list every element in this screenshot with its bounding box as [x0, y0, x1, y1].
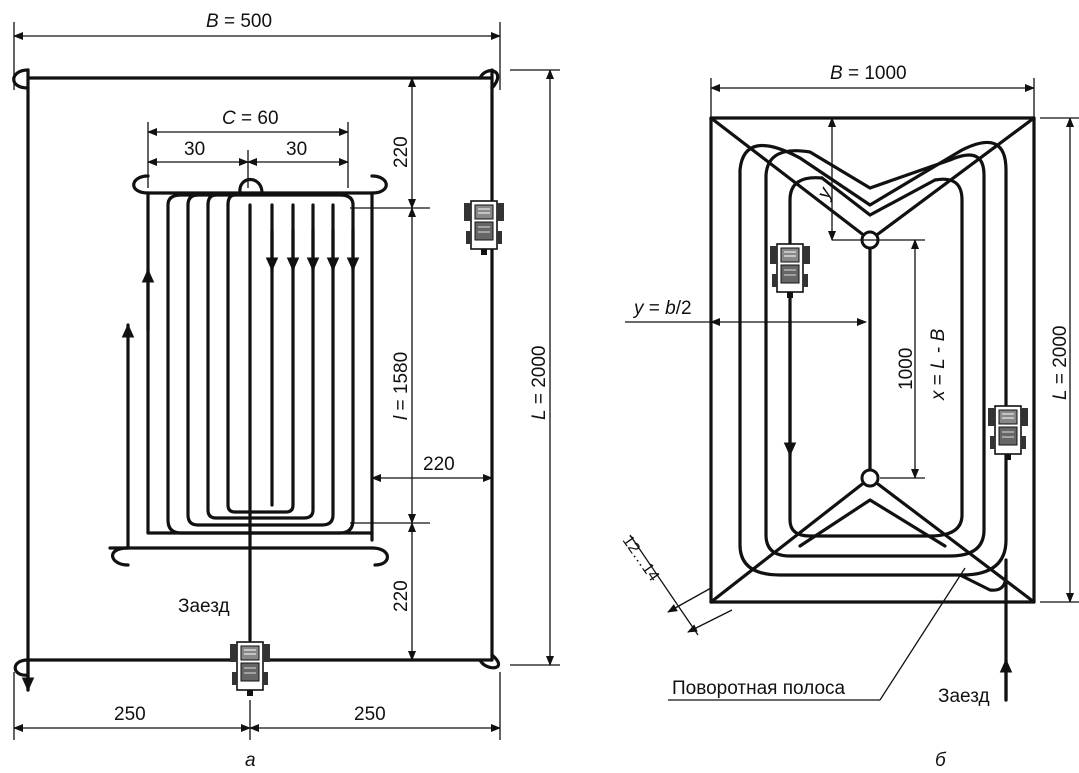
inner-frame-a	[146, 191, 374, 542]
corner-loop-br	[478, 653, 501, 670]
label-b-turn-strip: Поворотная полоса	[672, 678, 846, 699]
label-b-width: B = 1000	[830, 63, 907, 84]
caption-a: а	[245, 750, 256, 771]
outer-boundary-a	[26, 68, 494, 692]
label-b-length: L = 2000	[1050, 326, 1071, 401]
pass-lanes-a	[166, 193, 355, 547]
label-a-side-gap: 220	[423, 454, 455, 475]
label-b-inner-length: 1000	[896, 348, 917, 390]
label-a-l: l = 1580	[391, 352, 412, 420]
inner-loop-tl	[132, 174, 150, 195]
label-a-right-offset: 250	[354, 704, 386, 725]
tractor-icon	[463, 200, 505, 256]
inner-loop-bl	[111, 546, 130, 567]
corner-loop-tr	[478, 69, 500, 90]
label-a-bottom-gap: 220	[391, 580, 412, 612]
inner-loop-tr	[370, 174, 388, 195]
dimensions-b	[625, 78, 1079, 701]
outer-boundary-b	[709, 116, 1036, 604]
dimensions-a	[13, 22, 560, 740]
label-a-width: B = 500	[206, 11, 272, 32]
node-bottom	[860, 468, 880, 488]
center-top-loop	[238, 177, 264, 195]
tractor-icon	[987, 405, 1029, 461]
inner-loop-br	[370, 546, 389, 567]
corner-loop-bl	[13, 658, 30, 677]
label-a-top-gap: 220	[391, 136, 412, 168]
tractor-icon	[769, 243, 811, 299]
label-b-y: y = b/2	[632, 298, 692, 319]
caption-b: б	[935, 750, 947, 771]
label-a-length: L = 2000	[529, 346, 550, 421]
label-b-entry: Заезд	[938, 686, 990, 707]
label-b-strip-width: 12…14	[619, 533, 663, 585]
label-a-c: C = 60	[222, 108, 279, 129]
label-a-half-right: 30	[286, 139, 307, 160]
label-b-x: x = L - B	[928, 328, 949, 401]
panel-a: B = 500 C = 60 30 30 220 l = 1580 220 22…	[12, 11, 560, 771]
panel-b: B = 1000 y y = b/2 1000 x = L - B L = 20…	[619, 63, 1079, 771]
label-a-entry: Заезд	[178, 596, 230, 617]
tractor-icon	[229, 641, 271, 697]
corner-loop-tl	[12, 68, 30, 90]
pass-lanes-b	[738, 140, 1008, 702]
label-a-left-offset: 250	[114, 704, 146, 725]
label-a-half-left: 30	[184, 139, 205, 160]
